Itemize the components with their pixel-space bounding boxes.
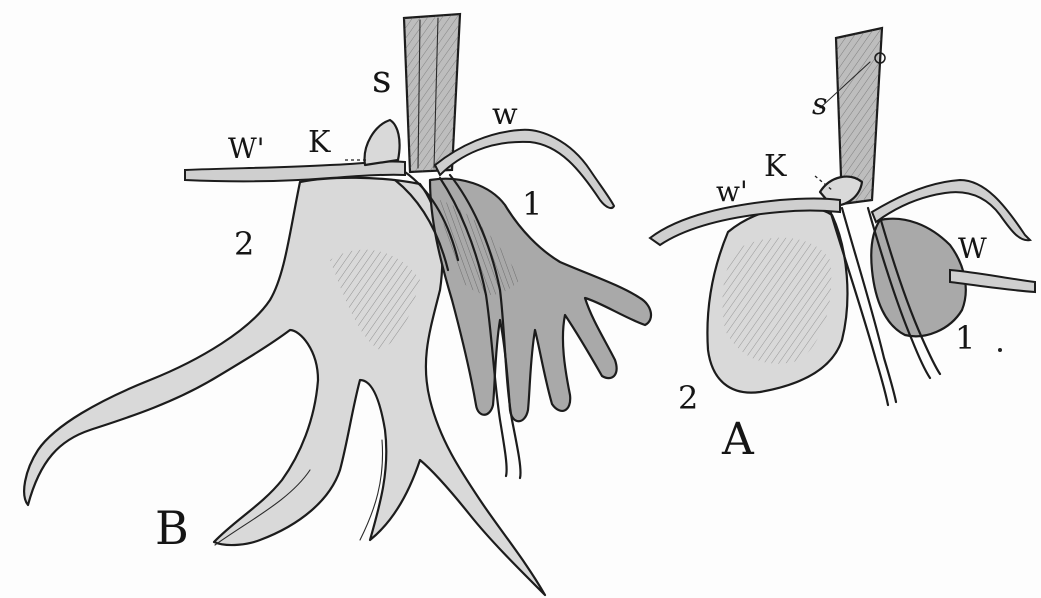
figure-b-label-1: 1 (522, 188, 542, 220)
figure-b-label-s: s (372, 60, 392, 98)
figure-b-label-w-prime: W' (228, 135, 264, 163)
figure-a-panel-letter: A (722, 418, 754, 462)
figure-a-label-k: K (764, 152, 786, 182)
figure-a-label-2: 2 (678, 382, 698, 414)
figure-b-bud-k (365, 120, 400, 165)
figure-b-stem (404, 14, 460, 172)
figure-b-label-k: K (308, 128, 330, 158)
figure-b-panel-letter: B (155, 505, 189, 551)
figure-a-label-w: W (958, 235, 987, 263)
figure-a-tuber-2 (707, 207, 847, 393)
figure-a-label-1: 1 (955, 322, 975, 354)
figure-b (24, 14, 651, 595)
figure-b-label-2: 2 (234, 228, 254, 260)
figure-a-label-s: s (812, 90, 827, 120)
figure-b-label-w: w (492, 100, 518, 130)
figure-a-label-w-prime: w' (716, 178, 748, 206)
